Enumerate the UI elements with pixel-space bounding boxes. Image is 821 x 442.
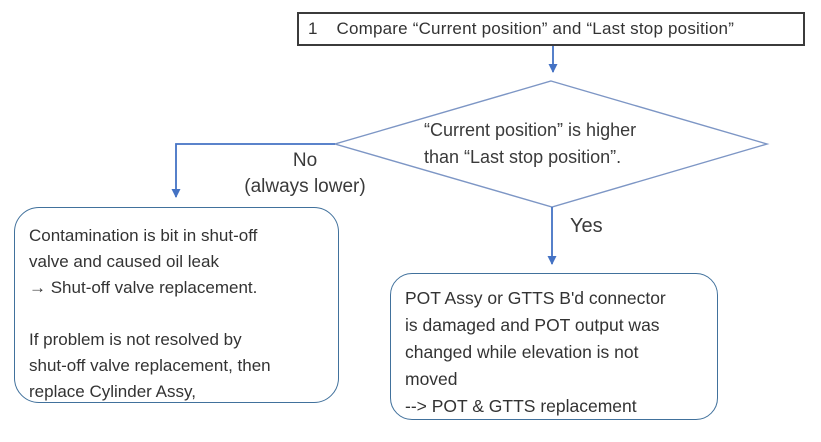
yes-result-text: POT Assy or GTTS B'd connector is damage… [405, 288, 666, 416]
yes-result-box: POT Assy or GTTS B'd connector is damage… [390, 273, 718, 420]
step1-process-box: 1 Compare “Current position” and “Last s… [297, 12, 805, 46]
no-result-text: Contamination is bit in shut-off valve a… [29, 226, 271, 401]
no-result-box: Contamination is bit in shut-off valve a… [14, 207, 339, 403]
decision-text: “Current position” is higher than “Last … [424, 120, 637, 167]
step1-number: 1 [308, 19, 318, 38]
arrow-no-branch [171, 143, 335, 198]
yes-branch-label: Yes [570, 215, 603, 237]
step1-label: Compare “Current position” and “Last sto… [336, 19, 735, 38]
no-branch-label: No (always lower) [244, 150, 366, 197]
